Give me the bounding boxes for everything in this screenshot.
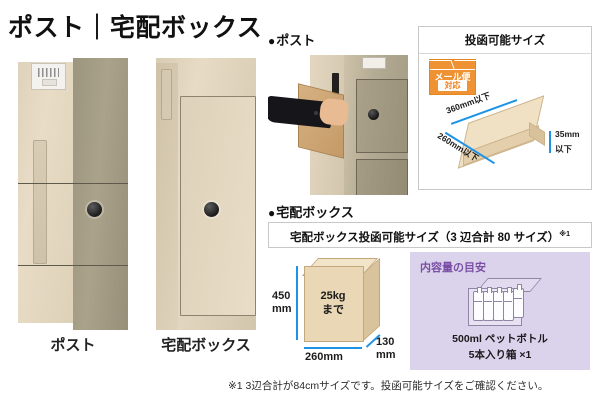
post-door-divider-lower (18, 264, 128, 266)
badge-line2: 対応 (438, 80, 467, 91)
photo-caption-post: ポスト (50, 337, 96, 354)
post-mail-slot (33, 139, 48, 264)
capacity-guide-panel: 内容量の目安 500ml ペットボトル 5本入り箱 ×1 (410, 252, 590, 370)
badge-line1: メール便 (434, 72, 471, 82)
post-unit-lower-door (356, 159, 408, 195)
post-unit-nameplate (362, 57, 386, 69)
post-unit-upper-door (356, 79, 408, 153)
section-heading-post: ポスト (268, 30, 315, 49)
parcel-weight-line2: まで (322, 303, 344, 316)
cuff-button-icon (314, 111, 318, 115)
height-dimension-line (549, 131, 551, 153)
delivery-box-lock-knob (204, 202, 219, 218)
post-lock-knob (87, 202, 103, 218)
bottle-crate-illustration (468, 278, 542, 326)
capacity-caption-line1: 500ml ペットボトル (452, 333, 548, 345)
post-unit-knob (368, 109, 379, 120)
post-door-divider-upper (18, 183, 128, 185)
product-photo-post: ポスト (18, 58, 128, 354)
height-dimension-label-2: 以下 (555, 144, 573, 154)
delivery-box-side-edge (156, 63, 178, 330)
product-photo-group: ポスト 宅配ボックス (18, 58, 258, 354)
delivery-size-title-note: ※1 (559, 231, 570, 239)
section-heading-delivery-box: 宅配ボックス (268, 202, 354, 221)
post-cabinet-render (18, 58, 128, 330)
delivery-box-cabinet-render (156, 58, 256, 330)
delivery-box-dimension-diagram: 25kg まで 450 mm 260mm 130 mm (272, 252, 402, 364)
parcel-side-face-large (362, 257, 380, 343)
box-depth-label-1: 130 (376, 336, 395, 348)
photo-caption-delivery-box: 宅配ボックス (161, 337, 251, 354)
parcel-weight-label: 25kg まで (304, 290, 362, 318)
box-height-label-2: mm (272, 303, 292, 315)
bottle-icon-5 (513, 284, 524, 318)
envelope-flap-icon (430, 60, 475, 70)
parcel-weight-line1: 25kg (320, 290, 346, 302)
box-depth-label-2: mm (376, 349, 396, 361)
hand-illustration (318, 97, 350, 127)
post-door-column (73, 58, 128, 330)
capacity-caption-line2: 5本入り箱 ×1 (468, 349, 532, 361)
post-usage-illustration (268, 55, 408, 195)
box-height-dimension-line (296, 266, 298, 340)
parcel-front-face-large (304, 266, 364, 342)
box-width-dimension-line (304, 347, 362, 349)
product-photo-delivery-box: 宅配ボックス (156, 58, 256, 354)
footnote-text: ※1 3辺合計が84cmサイズです。投函可能サイズをご確認ください。 (228, 380, 549, 392)
delivery-size-panel-header: 宅配ボックス投函可能サイズ（3 辺合計 80 サイズ）※1 (268, 222, 592, 248)
delivery-box-slot (161, 68, 172, 120)
box-width-label: 260mm (305, 351, 343, 363)
post-nameplate (31, 63, 67, 90)
delivery-size-panel-title: 宅配ボックス投函可能サイズ（3 辺合計 80 サイズ）※1 (269, 223, 591, 250)
box-height-label-1: 450 (272, 290, 291, 302)
height-dimension-label-1: 35mm (555, 129, 580, 139)
post-size-panel: 投函可能サイズ メール便 対応 360mm以下 260mm以下 35mm 以下 (418, 26, 592, 190)
page-title: ポスト｜宅配ボックス (8, 14, 263, 42)
delivery-size-title-text: 宅配ボックス投函可能サイズ（3 辺合計 80 サイズ） (290, 232, 560, 244)
post-size-panel-title: 投函可能サイズ (419, 27, 591, 54)
mail-service-badge: メール便 対応 (429, 59, 476, 95)
capacity-guide-title: 内容量の目安 (420, 262, 486, 274)
